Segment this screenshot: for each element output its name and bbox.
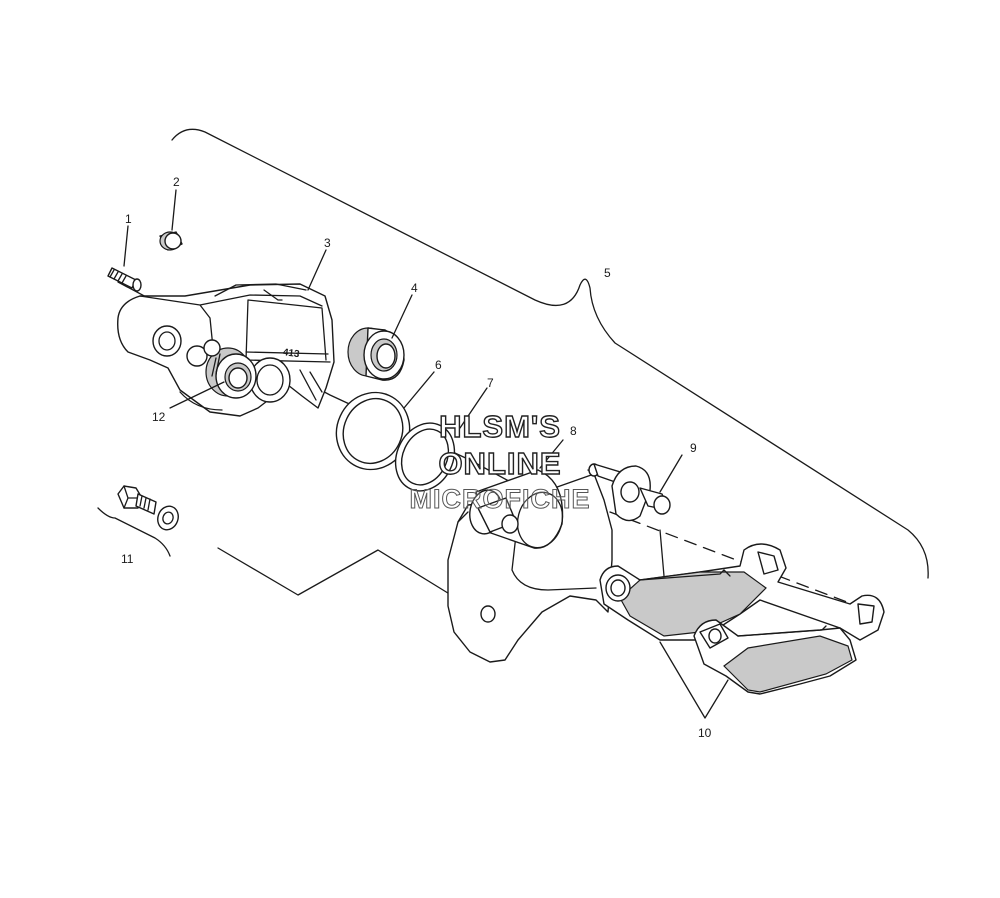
bracket-base-line	[217, 547, 457, 599]
watermark-line-1: HLSM'S	[438, 408, 561, 444]
callout-2: 2	[173, 175, 180, 189]
bracket-11	[97, 507, 171, 557]
watermark-line-2: ONLINE	[438, 445, 562, 481]
callout-6: 6	[435, 358, 442, 372]
callout-1: 1	[125, 212, 132, 226]
callout-11: 11	[121, 552, 134, 566]
assembly-brace-5	[171, 128, 929, 579]
bleeder-screw	[107, 267, 142, 292]
callout-9: 9	[690, 441, 697, 455]
bleeder-cap	[159, 231, 183, 251]
caliper-piston	[469, 469, 564, 549]
o-ring-large	[335, 391, 411, 471]
caliper-part-mark: 413	[282, 347, 300, 360]
callout-12: 12	[152, 410, 166, 424]
axis-line-dashed	[609, 511, 869, 611]
callout-8: 8	[570, 424, 577, 438]
mounting-bolt-and-washer	[117, 485, 179, 531]
piston-seal-boot	[347, 327, 405, 381]
o-ring-small	[394, 422, 456, 492]
watermark-line-3: MICROFICHE	[409, 484, 591, 515]
slide-pin	[588, 463, 671, 522]
callout-10: 10	[698, 726, 712, 740]
caliper-body	[117, 283, 335, 417]
callout-5: 5	[604, 266, 611, 280]
brake-pad-rear	[599, 543, 885, 641]
callout-7: 7	[487, 376, 494, 390]
callout-4: 4	[411, 281, 418, 295]
callout-3: 3	[324, 236, 331, 250]
leader-lines	[123, 189, 729, 719]
brake-pad-front	[693, 619, 857, 695]
